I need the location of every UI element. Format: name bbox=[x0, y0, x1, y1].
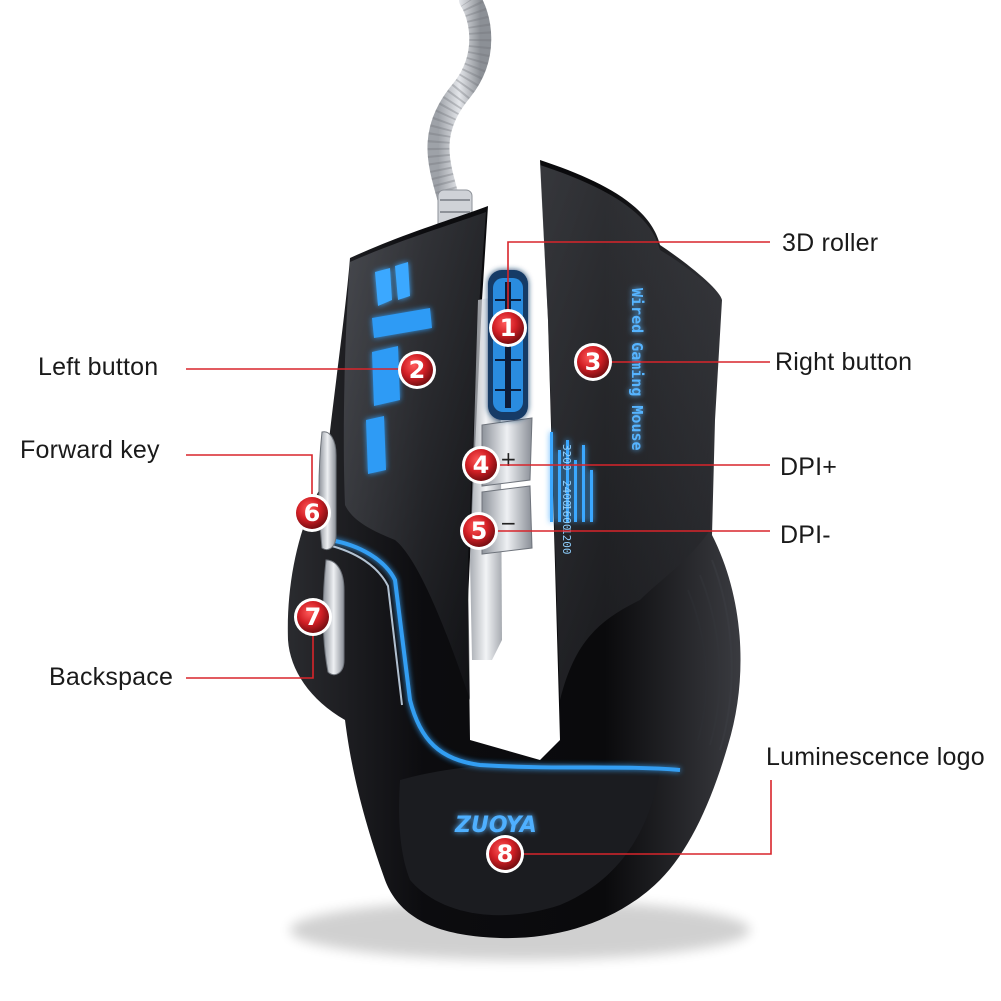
callout-marker-8: 8 bbox=[486, 835, 524, 873]
callout-label-3d-roller: 3D roller bbox=[782, 229, 879, 257]
forward-key-button[interactable] bbox=[318, 431, 337, 550]
dpi-plus-sign: + bbox=[500, 447, 517, 471]
dpi-scale-label: 1600 bbox=[560, 504, 573, 531]
callout-label-left-button: Left button bbox=[38, 353, 159, 381]
callout-marker-6: 6 bbox=[293, 494, 331, 532]
callout-number: 6 bbox=[304, 499, 321, 527]
callout-marker-3: 3 bbox=[574, 343, 612, 381]
callout-markers: 1 2 3 4 5 6 7 8 bbox=[293, 309, 612, 873]
callout-label-dpi-minus: DPI- bbox=[780, 521, 831, 549]
callout-marker-1: 1 bbox=[489, 309, 527, 347]
callout-label-forward-key: Forward key bbox=[20, 436, 160, 464]
callout-number: 7 bbox=[305, 603, 322, 631]
dpi-minus-sign: − bbox=[500, 511, 517, 535]
dpi-scale-label: 1200 bbox=[560, 528, 573, 555]
callout-label-luminescence-logo: Luminescence logo bbox=[766, 743, 985, 771]
callout-label-backspace: Backspace bbox=[49, 663, 174, 691]
callout-label-right-button: Right button bbox=[775, 348, 913, 376]
leader-line-forward-key bbox=[186, 454, 313, 513]
dpi-scale-label: 2400 bbox=[560, 480, 573, 507]
callout-number: 2 bbox=[409, 356, 426, 384]
callout-number: 1 bbox=[500, 314, 517, 342]
dpi-scale-label: 3200 bbox=[560, 444, 573, 471]
brand-logo: ZUOYA bbox=[454, 813, 537, 838]
callout-marker-7: 7 bbox=[294, 598, 332, 636]
callout-marker-5: 5 bbox=[460, 512, 498, 550]
leader-line-logo bbox=[505, 780, 772, 855]
callout-number: 4 bbox=[473, 451, 490, 479]
leader-line-3d-roller bbox=[507, 241, 770, 326]
callout-marker-2: 2 bbox=[398, 351, 436, 389]
left-light-panels bbox=[366, 262, 432, 474]
dpi-indicator bbox=[550, 432, 593, 522]
callout-number: 5 bbox=[471, 517, 488, 545]
leader-lines bbox=[186, 241, 772, 855]
callout-number: 3 bbox=[585, 348, 602, 376]
callout-label-dpi-plus: DPI+ bbox=[780, 453, 838, 481]
callout-marker-4: 4 bbox=[462, 446, 500, 484]
glow-strip bbox=[329, 538, 681, 772]
grip-texture bbox=[687, 559, 733, 751]
leader-line-backspace bbox=[186, 617, 314, 679]
usb-cable bbox=[427, 0, 492, 236]
side-print-text: Wired Gaming Mouse bbox=[628, 288, 646, 451]
callout-number: 8 bbox=[497, 840, 514, 868]
